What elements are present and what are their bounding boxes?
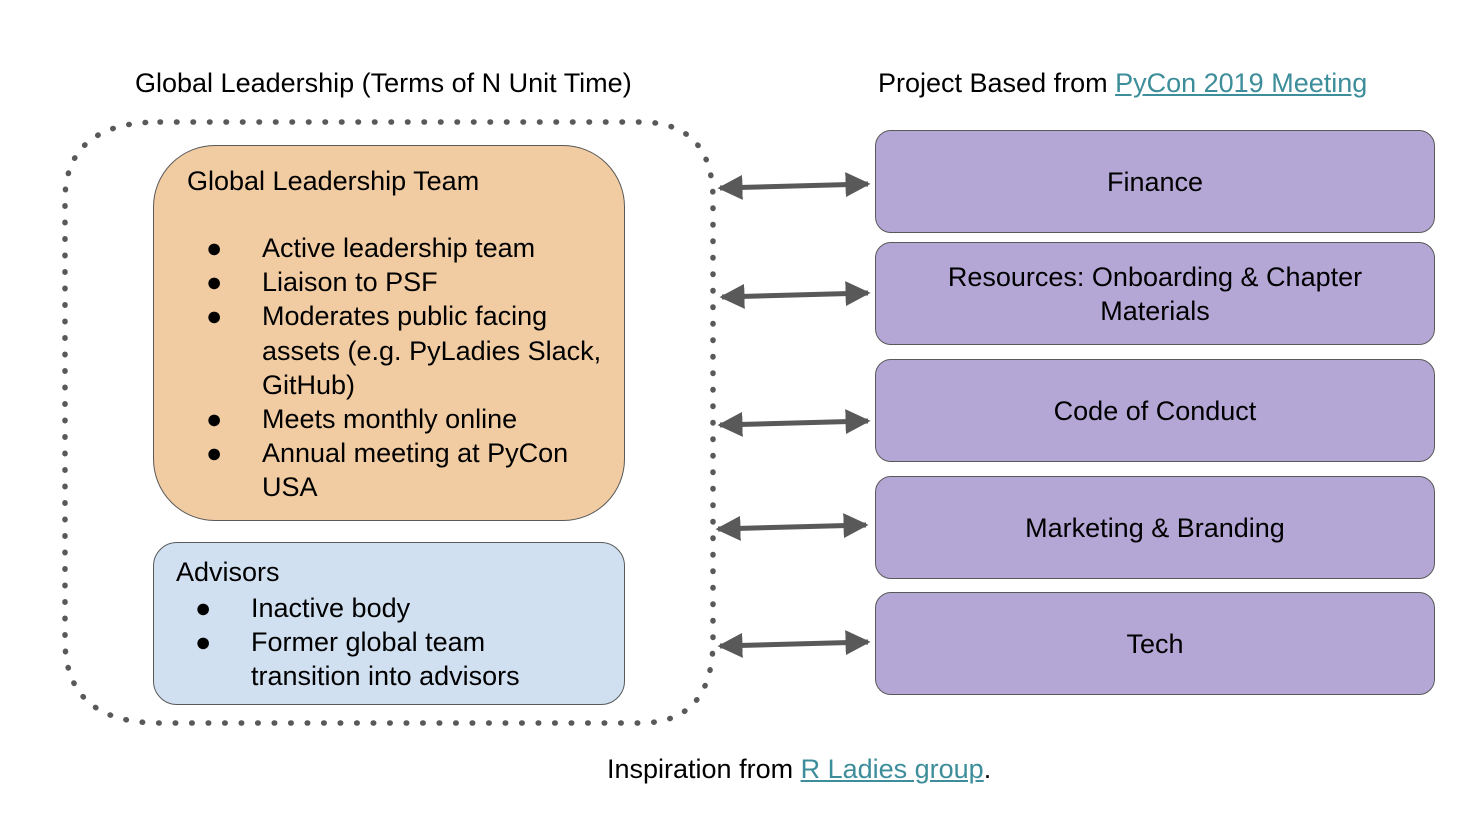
footer-text: Inspiration from [607, 754, 801, 784]
bullet-dot: ● [206, 233, 223, 263]
arrow-finance [717, 172, 871, 200]
project-box-resources: Resources: Onboarding & Chapter Material… [875, 242, 1435, 345]
bullet-dot: ● [206, 438, 223, 469]
global-leadership-team-title: Global Leadership Team [187, 166, 480, 196]
footer-inspiration: Inspiration from R Ladies group. [607, 754, 991, 785]
pycon-2019-meeting-link[interactable]: PyCon 2019 Meeting [1115, 68, 1368, 98]
project-box-code-of-conduct: Code of Conduct [875, 359, 1435, 462]
leadership-bullet-text: Liaison to PSF [262, 267, 438, 298]
advisors-bullet-item: ● Inactive body [195, 591, 571, 625]
bullet-dot: ● [206, 301, 223, 332]
advisors-bullet-item: ● Former global team transition into advi… [195, 625, 571, 693]
project-label: Resources: Onboarding & Chapter Material… [947, 261, 1363, 326]
bullet-dot: ● [195, 627, 212, 658]
advisors-box: Advisors ● Inactive body ● Former global t… [153, 542, 625, 705]
project-based-heading-text: Project Based from [878, 68, 1116, 98]
leadership-bullet-text: Annual meeting at PyCon USA [262, 438, 569, 503]
leadership-bullet-text: Active leadership team [262, 233, 536, 263]
r-ladies-group-link[interactable]: R Ladies group [800, 754, 984, 784]
project-label: Tech [1126, 628, 1184, 659]
arrow-resources [719, 281, 871, 309]
bullet-dot: ● [195, 593, 212, 623]
leadership-bullet-item: ● Meets monthly online [206, 402, 602, 436]
leadership-team-bullet-list: ●Active leadership team ●Liaison to PSF … [206, 231, 602, 505]
leadership-bullet-item: ● Liaison to PSF [206, 265, 602, 299]
leadership-bullet-item: ● Moderates public facing assets (e.g. Py… [206, 299, 602, 402]
project-label: Finance [1106, 166, 1204, 197]
global-leadership-dotted-boundary [62, 119, 716, 726]
project-label: Code of Conduct [1053, 395, 1257, 426]
project-box-marketing-branding: Marketing & Branding [875, 476, 1435, 579]
leadership-bullet-text: Moderates public facing assets (e.g. PyL… [262, 301, 602, 400]
advisors-bullet-text: Inactive body [251, 593, 411, 623]
global-leadership-team-box: Global Leadership Team ● Active leadershi… [153, 145, 625, 521]
advisors-bullet-list: ● Inactive body ● Former global team trans… [195, 591, 571, 694]
project-box-tech: Tech [875, 592, 1435, 695]
project-box-finance: Finance [875, 130, 1435, 233]
advisors-bullet-text: Former global team transition into advis… [251, 627, 520, 692]
bullet-dot: ● [206, 404, 223, 435]
leadership-bullet-item: ● Active leadership team [206, 231, 602, 265]
global-leadership-heading: Global Leadership (Terms of N Unit Time) [135, 68, 632, 98]
arrow-tech [717, 630, 871, 658]
advisors-title: Advisors [176, 557, 280, 587]
leadership-bullet-item: ● Annual meeting at PyCon USA [206, 436, 602, 504]
footer-suffix: . [983, 754, 992, 784]
bullet-dot: ● [206, 267, 223, 298]
leadership-bullet-text: Meets monthly online [262, 404, 518, 435]
project-based-heading: Project Based from PyCon 2019 Meeting [878, 68, 1367, 99]
arrow-code-of-conduct [717, 409, 871, 437]
arrow-marketing [715, 513, 869, 541]
project-label: Marketing & Branding [1025, 512, 1285, 543]
